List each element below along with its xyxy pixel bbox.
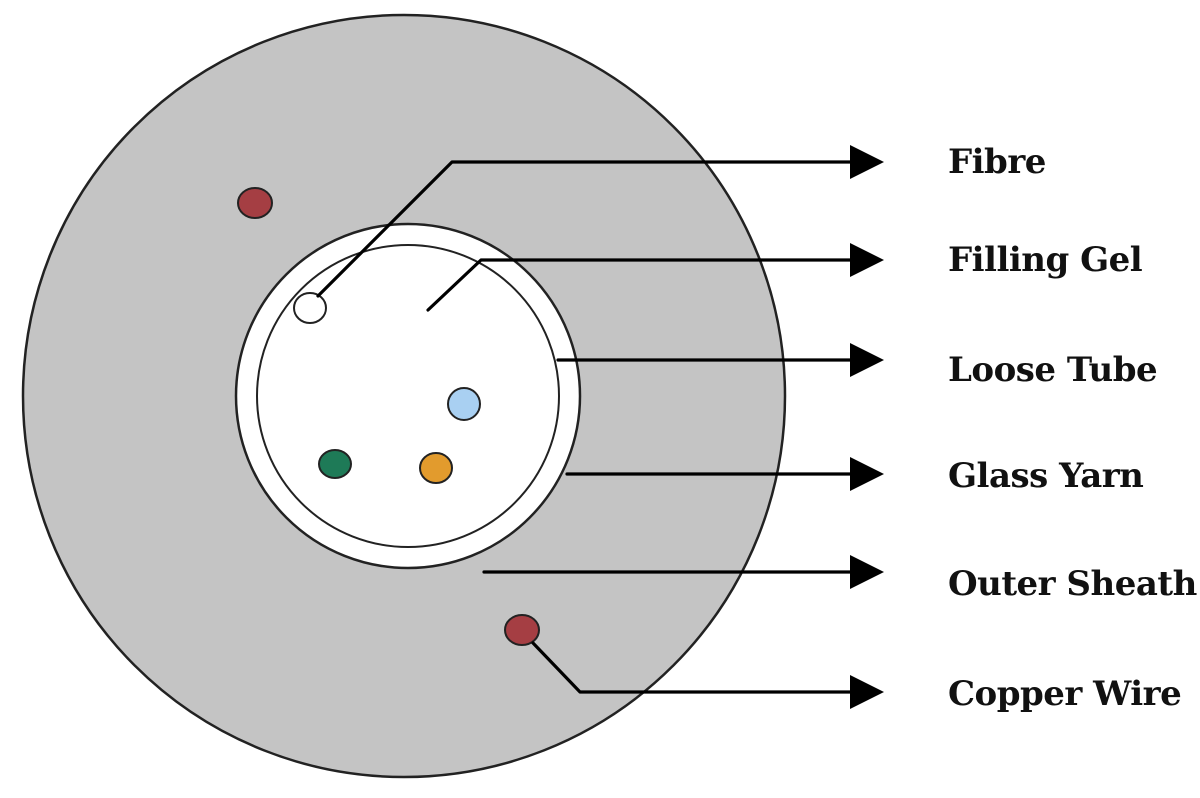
- label-filling-gel: Filling Gel: [948, 240, 1143, 280]
- arrowhead-outer-sheath: [850, 555, 884, 589]
- fibre-orange: [419, 452, 453, 484]
- arrowhead-loose-tube: [850, 343, 884, 377]
- label-loose-tube: Loose Tube: [948, 350, 1157, 390]
- arrowhead-fibre: [850, 145, 884, 179]
- leader-line-copper-wire: [531, 641, 864, 694]
- label-fibre: Fibre: [948, 142, 1046, 182]
- copper-wire-bottom: [504, 614, 540, 646]
- arrowhead-filling-gel: [850, 243, 884, 277]
- leader-line-fibre: [316, 160, 864, 298]
- label-copper-wire: Copper Wire: [948, 674, 1181, 714]
- loose-tube-circle: [256, 244, 560, 548]
- fibre-light-blue: [447, 387, 481, 421]
- copper-wire-top: [237, 187, 273, 219]
- leader-line-filling-gel: [426, 258, 864, 312]
- fibre-white: [293, 292, 327, 324]
- label-glass-yarn: Glass Yarn: [948, 456, 1143, 496]
- arrowhead-copper-wire: [850, 675, 884, 709]
- label-outer-sheath: Outer Sheath: [948, 564, 1197, 604]
- arrowhead-glass-yarn: [850, 457, 884, 491]
- fibre-green: [318, 449, 352, 479]
